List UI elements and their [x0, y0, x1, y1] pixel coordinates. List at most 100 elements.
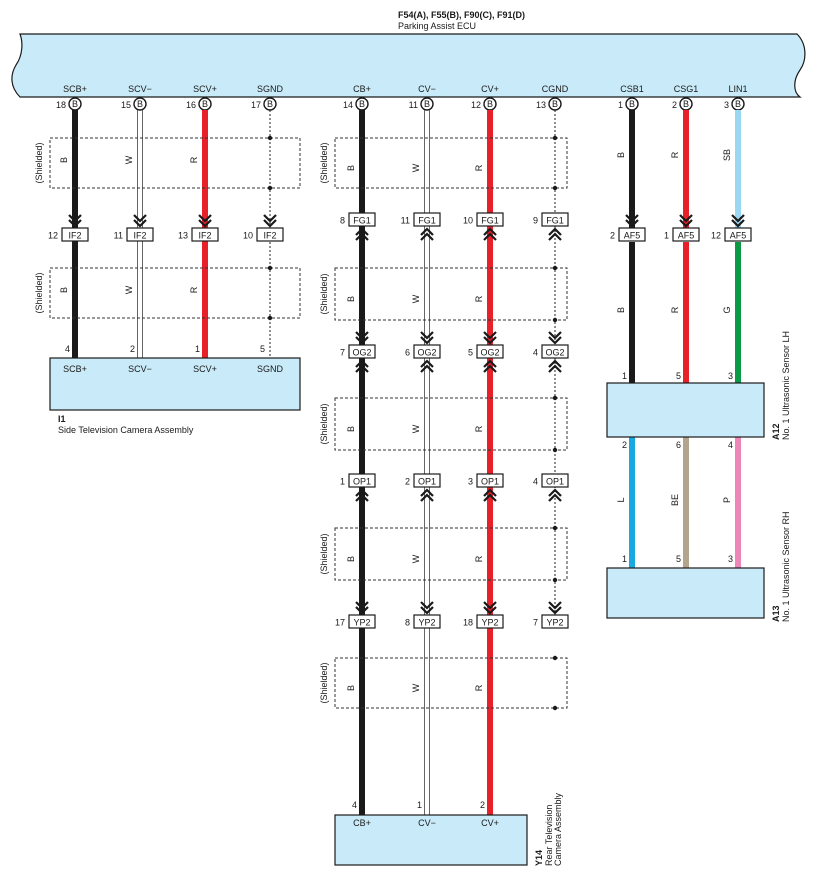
- sensor-wire-color-upper: R: [670, 151, 680, 158]
- side-drain-dot: [267, 135, 273, 141]
- rear-OP1-0-label: OP1: [353, 477, 371, 487]
- rear-drain-dot: [552, 185, 558, 191]
- rear-OG2-1-box: [413, 344, 441, 359]
- ecu-pin-0-letter: B: [72, 99, 78, 109]
- rear-shield-2: [334, 397, 568, 451]
- ecu-pin-number: 12: [471, 100, 481, 110]
- rear-YP2-0-label: YP2: [353, 618, 370, 628]
- rear-OG2-2-label: OG2: [480, 348, 499, 358]
- rear-OG2-out-2-chevron: [483, 364, 497, 373]
- rear-YP2-pin-1-chevron: [420, 601, 434, 610]
- side-device-pin: 5: [260, 344, 265, 354]
- ecu-pin-number: 1: [618, 100, 623, 110]
- side-camera-code: I1: [58, 414, 66, 424]
- ecu-pin-2-letter: B: [202, 99, 208, 109]
- rear-YP2-pin-2-chevron: [483, 601, 497, 610]
- rear-OG2-out-1-chevron: [420, 364, 434, 373]
- sensor-af5-pin-2-chevron: [731, 219, 745, 228]
- rear-camera-terminal: CV+: [481, 818, 499, 828]
- rear-shield-0: [334, 137, 568, 189]
- rear-wire-color-label: R: [474, 684, 484, 691]
- side-wire-color-label: B: [59, 157, 69, 163]
- rear-OP1-pin-1-chevron: [420, 488, 434, 497]
- rear-FG1-3-label: FG1: [546, 216, 564, 226]
- rear-OG2-out-3-chevron: [548, 359, 562, 368]
- side-wire-color-label: R: [189, 286, 199, 293]
- rear-FG1-2-box: [476, 212, 504, 227]
- side-if2-pin-3-chevron: [263, 219, 277, 228]
- side-device-pin: 4: [65, 344, 70, 354]
- rear-device-pin: 1: [417, 800, 422, 810]
- side-camera-terminal: SGND: [257, 364, 284, 374]
- side-shield-lower: [49, 267, 301, 319]
- ecu-pin-signal: CB+: [353, 84, 371, 94]
- ecu-pin-7-letter: B: [552, 99, 558, 109]
- rear-YP2-0-box: [348, 614, 376, 629]
- rear-conn-pinnum: 8: [340, 216, 345, 226]
- sensor-lh-device: [606, 382, 765, 438]
- rear-FG1-2-label: FG1: [481, 216, 499, 226]
- rear-OP1-1-label: OP1: [418, 477, 436, 487]
- rear-OG2-in-3-chevron: [548, 331, 562, 340]
- rear-OG2-out-2-chevron: [483, 359, 497, 368]
- rear-conn-pinnum: 6: [405, 348, 410, 358]
- rear-conn-pinnum: 18: [463, 618, 473, 628]
- rear-YP2-3-label: YP2: [546, 618, 563, 628]
- rear-drain-dot: [552, 317, 558, 323]
- rear-wire-color-label: B: [346, 426, 356, 432]
- rear-conn-pinnum: 10: [463, 216, 473, 226]
- rear-drain-dot: [552, 135, 558, 141]
- rear-OG2-out-1-chevron: [420, 359, 434, 368]
- rear-drain-dot: [552, 525, 558, 531]
- rear-OP1-pin-0-chevron: [355, 488, 369, 497]
- rear-conn-pinnum: 4: [533, 348, 538, 358]
- side-camera-terminal: SCV+: [193, 364, 217, 374]
- ecu-pin-signal: SCV+: [193, 84, 217, 94]
- ecu-pin-number: 13: [536, 100, 546, 110]
- sensor-lh-pin-bottom: 2: [622, 440, 627, 450]
- side-if2-pin-3-chevron: [263, 214, 277, 223]
- side-camera-terminal: SCV−: [128, 364, 152, 374]
- rear-wire-color-label: R: [474, 164, 484, 171]
- rear-YP2-1-box: [413, 614, 441, 629]
- rear-OG2-0-label: OG2: [352, 348, 371, 358]
- sensor-af5-pin-0-chevron: [625, 219, 639, 228]
- rear-YP2-pin-0-chevron: [355, 606, 369, 615]
- rear-YP2-1-label: YP2: [418, 618, 435, 628]
- side-shield-lower-label: (Shielded): [34, 272, 44, 313]
- sensor-wire-color-lower: L: [616, 497, 626, 502]
- rear-conn-pinnum: 4: [533, 477, 538, 487]
- rear-wire-color-label: W: [411, 163, 421, 172]
- rear-conn-pinnum: 8: [405, 618, 410, 628]
- rear-YP2-2-box: [476, 614, 504, 629]
- sensor-af5-1-label: AF5: [678, 231, 695, 241]
- side-if2-pinnum: 13: [178, 231, 188, 241]
- sensor-lh-pin-top: 1: [622, 371, 627, 381]
- sensor-rh-pin-top: 1: [622, 554, 627, 564]
- rear-YP2-pin-3-chevron: [548, 601, 562, 610]
- side-if2-2-box: [191, 227, 219, 242]
- rear-YP2-pin-0-chevron: [355, 601, 369, 610]
- side-camera-terminal: SCB+: [63, 364, 87, 374]
- ecu-pin-10-letter: B: [735, 99, 741, 109]
- rear-FG1-0-box: [348, 212, 376, 227]
- rear-camera-name-1: Rear Television: [544, 805, 554, 866]
- ecu-pin-number: 2: [672, 100, 677, 110]
- rear-FG1-0-label: FG1: [353, 216, 371, 226]
- sensor-lh-name: No. 1 Ultrasonic Sensor LH: [781, 331, 791, 440]
- sensor-lh-pin-bottom: 4: [728, 440, 733, 450]
- ecu-pin-signal: CV+: [481, 84, 499, 94]
- rear-OP1-1-box: [413, 473, 441, 488]
- ecu-pin-6-letter: B: [487, 99, 493, 109]
- rear-OG2-0-box: [348, 344, 376, 359]
- ecu-pin-signal: CV−: [418, 84, 436, 94]
- rear-wire-color-label: B: [346, 685, 356, 691]
- rear-YP2-pin-3-chevron: [548, 606, 562, 615]
- ecu-pin-3-letter: B: [267, 99, 273, 109]
- sensor-wire-color-upper: B: [616, 152, 626, 158]
- rear-conn-pinnum: 9: [533, 216, 538, 226]
- sensor-wire-color-mid: G: [722, 306, 732, 313]
- rear-conn-pinnum: 17: [335, 618, 345, 628]
- ecu-pin-signal: SCB+: [63, 84, 87, 94]
